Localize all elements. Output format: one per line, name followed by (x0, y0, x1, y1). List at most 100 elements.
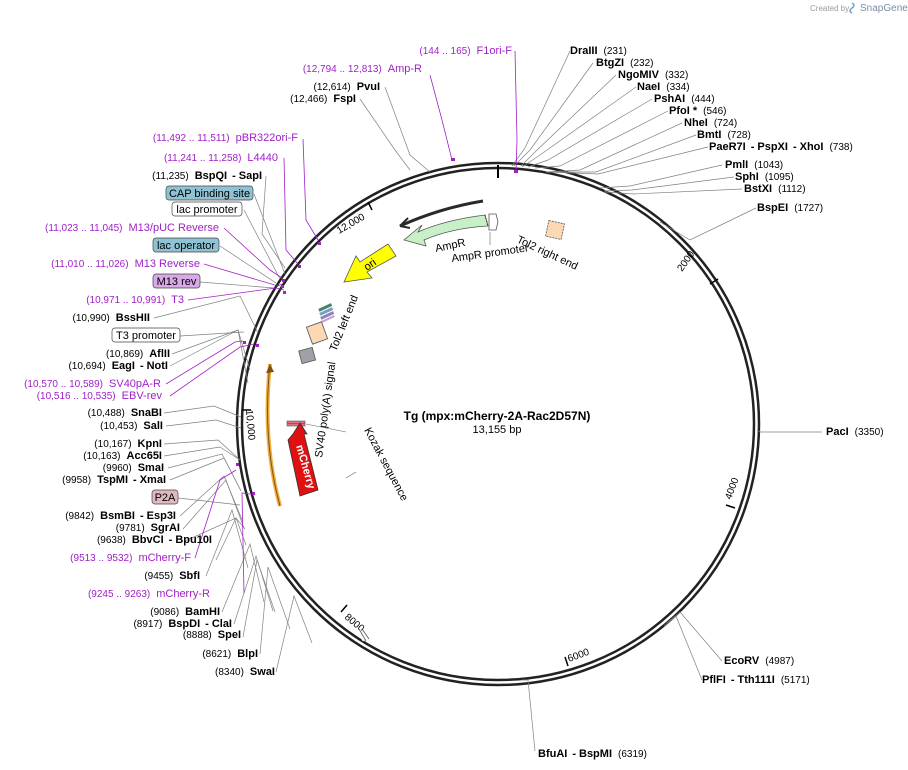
enzyme-name: DraIII (570, 45, 598, 57)
enzyme-aflii[interactable]: (10,869)AflII (106, 348, 170, 360)
enzyme-name-2: NotI (147, 360, 168, 372)
enzyme-eagi[interactable]: (10,694)EagI-NotI (68, 360, 168, 372)
enzyme-draiii[interactable]: DraIII (231) (570, 45, 627, 57)
enzyme-position: (231) (604, 46, 627, 57)
enzyme-sgrai[interactable]: (9781)SgrAI (116, 522, 180, 534)
enzyme-tspmi[interactable]: (9958)TspMI-XmaI (62, 474, 166, 486)
snapgene-logo-icon (849, 2, 855, 14)
primer-mcherry-f[interactable]: (9513 .. 9532)mCherry-F (70, 552, 191, 564)
enzyme-position: (724) (714, 118, 737, 129)
enzyme-fspi[interactable]: (12,466)FspI (290, 93, 356, 105)
tol2-left-end-shape[interactable] (305, 321, 329, 345)
primer-t3[interactable]: (10,971 .. 10,991)T3 (86, 294, 184, 306)
enzyme-name: SphI (735, 171, 759, 183)
enzyme-bfuai[interactable]: BfuAI-BspMI(6319) (538, 748, 647, 760)
enzyme-pshai[interactable]: PshAI(444) (654, 93, 715, 105)
enzyme-pmli[interactable]: PmlI(1043) (725, 159, 783, 171)
enzyme-ecorv[interactable]: EcoRV(4987) (724, 655, 794, 667)
primer-name: EBV-rev (122, 390, 163, 402)
tol2-right-end-shape[interactable] (545, 220, 565, 240)
snapgene-brand: SnapGene (860, 3, 908, 14)
enzyme-name: BssHII (116, 312, 150, 324)
enzyme-bbvci[interactable]: (9638)BbvCI-Bpu10I (97, 534, 212, 546)
primer-sv40pa-r[interactable]: (10,570 .. 10,589)SV40pA-R (24, 378, 161, 390)
enzyme-name: PshAI (654, 93, 685, 105)
primer-marks (236, 158, 518, 495)
enzyme-name: BtgZI (596, 57, 624, 69)
sv40-polya-label: SV40 poly(A) signal (313, 361, 338, 458)
tol2-left-end-stack[interactable] (318, 303, 335, 323)
enzyme-position: (10,869) (106, 349, 143, 360)
feature-t3-promoter[interactable]: T3 promoter (111, 327, 181, 343)
enzyme-sphi[interactable]: SphI(1095) (735, 171, 794, 183)
feature-p2a[interactable]: P2A (151, 489, 179, 505)
primer-name: L4440 (247, 152, 278, 164)
enzyme-position: (3350) (855, 427, 884, 438)
primer-mcherry-r[interactable]: (9245 .. 9263)mCherry-R (88, 588, 210, 600)
feature-cap-binding-site[interactable]: CAP binding site (165, 185, 254, 201)
ori-arrow[interactable] (343, 243, 397, 283)
enzyme-blpi[interactable]: (8621)BlpI (202, 648, 258, 660)
enzyme-paci[interactable]: PacI(3350) (826, 426, 884, 438)
enzyme-name: BspQI (195, 170, 227, 182)
enzyme-ngomiv[interactable]: NgoMIV(332) (618, 69, 688, 81)
feature-lac-promoter[interactable]: lac promoter (171, 201, 243, 217)
feature-label: lac promoter (176, 204, 237, 216)
enzyme-name: EcoRV (724, 655, 760, 667)
primer-name: mCherry-R (156, 588, 210, 600)
enzyme-bsshii[interactable]: (10,990) BssHII (73, 312, 151, 324)
feature-leader-lines (177, 193, 286, 506)
enzyme-name-2: PspXI (757, 141, 788, 153)
enzyme-smai[interactable]: (9960)SmaI (103, 462, 164, 474)
primer-amp-r[interactable]: (12,794 .. 12,813)Amp-R (303, 63, 422, 75)
enzyme-bspdi[interactable]: (8917)BspDI-ClaI (133, 618, 232, 630)
enzyme-position: (10,163) (83, 451, 120, 462)
enzyme-swai[interactable]: (8340)SwaI (215, 666, 275, 678)
enzyme-position: (1112) (778, 184, 805, 195)
backbone-outer (235, 161, 761, 687)
enzyme-pflfi[interactable]: PflFI-Tth111I(5171) (702, 674, 810, 686)
primer-ebv-rev[interactable]: (10,516 .. 10,535) EBV-rev (37, 390, 163, 402)
primer-pbr322ori-f[interactable]: (11,492 .. 11,511) pBR322ori-F (153, 132, 298, 144)
enzyme-sali[interactable]: (10,453)SalI (100, 420, 163, 432)
enzyme-name-2: Bpu10I (175, 534, 212, 546)
enzyme-paer7i[interactable]: PaeR7I-PspXI-XhoI(738) (709, 141, 853, 153)
enzyme-name: BsmBI (100, 510, 135, 522)
ampr-track-arrowhead-icon (399, 217, 411, 229)
enzyme-naei[interactable]: NaeI(334) (637, 81, 690, 93)
feature-lac-operator[interactable]: lac operator (152, 237, 220, 253)
enzyme-nhei[interactable]: NheI(724) (684, 117, 737, 129)
enzyme-position: (10,453) (100, 421, 137, 432)
primer-m13-reverse[interactable]: (11,010 .. 11,026)M13 Reverse (51, 258, 200, 270)
primer-position: (11,492 .. 11,511) (153, 133, 230, 144)
enzyme-acc65i[interactable]: (10,163) Acc65I (83, 450, 162, 462)
primer-f1ori-f[interactable]: (144 .. 165)F1ori-F (419, 45, 512, 57)
enzyme-bspei[interactable]: BspEI(1727) (757, 202, 823, 214)
feature-m13-rev[interactable]: M13 rev (152, 273, 201, 289)
enzyme-position: (232) (630, 58, 653, 69)
enzyme-bspqi[interactable]: (11,235)BspQI-SapI (152, 170, 262, 182)
enzyme-position: (10,990) (73, 313, 110, 324)
primer-position: (10,516 .. 10,535) (37, 391, 116, 402)
primer-position: (9513 .. 9532) (70, 553, 132, 564)
primer-m13-puc-reverse[interactable]: (11,023 .. 11,045)M13/pUC Reverse (45, 222, 219, 234)
enzyme-snabi[interactable]: (10,488)SnaBI (88, 407, 162, 419)
enzyme-bsmbi[interactable]: (9842)BsmBI-Esp3I (65, 510, 176, 522)
enzyme-bamhi[interactable]: (9086)BamHI (150, 606, 220, 618)
enzyme-bmti[interactable]: BmtI(728) (697, 129, 751, 141)
primer-name: pBR322ori-F (236, 132, 299, 144)
enzyme-kpni[interactable]: (10,167)KpnI (94, 438, 162, 450)
enzyme-pvui[interactable]: (12,614)PvuI (314, 81, 380, 93)
mcherry-arrow[interactable] (287, 422, 319, 497)
ampr-promoter-shape[interactable] (488, 213, 499, 231)
enzyme-name: Acc65I (127, 450, 162, 462)
enzyme-name-2: BspMI (579, 748, 612, 760)
enzyme-bstxi[interactable]: BstXI(1112) (744, 183, 806, 195)
enzyme-sbfi[interactable]: (9455)SbfI (144, 570, 200, 582)
enzyme-pfoi[interactable]: PfoI *(546) (669, 105, 726, 117)
enzyme-btgzi[interactable]: BtgZI (232) (596, 57, 653, 69)
primer-l4440[interactable]: (11,241 .. 11,258)L4440 (164, 152, 278, 164)
sv40-polya-shape[interactable] (298, 346, 317, 365)
enzyme-spei[interactable]: (8888)SpeI (183, 629, 241, 641)
ampr-arrow[interactable] (403, 214, 489, 247)
